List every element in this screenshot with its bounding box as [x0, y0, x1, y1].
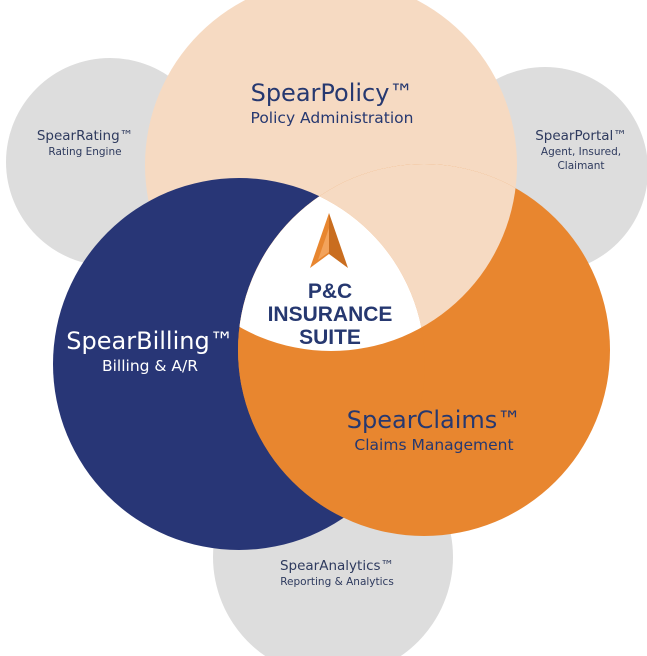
- portal-label: SpearPortal™ Agent, Insured, Claimant: [520, 128, 642, 173]
- claims-subtitle: Claims Management: [354, 436, 514, 454]
- analytics-title: SpearAnalytics™: [279, 558, 395, 574]
- policy-label: SpearPolicy™ Policy Administration: [220, 78, 444, 128]
- center-line1: P&C: [307, 280, 353, 303]
- portal-title: SpearPortal™: [535, 128, 627, 144]
- claims-title: SpearClaims™: [346, 406, 522, 434]
- center-line3: SUITE: [299, 326, 361, 349]
- billing-title: SpearBilling™: [66, 327, 234, 355]
- claims-label: SpearClaims™ Claims Management: [336, 405, 532, 455]
- billing-label: SpearBilling™ Billing & A/R: [60, 326, 240, 376]
- spear-arrow-icon: [310, 213, 348, 268]
- analytics-subtitle: Reporting & Analytics: [280, 576, 394, 588]
- center-line2: INSURANCE: [267, 303, 393, 326]
- rating-subtitle: Rating Engine: [48, 146, 122, 158]
- center-label: P&C INSURANCE SUITE: [256, 280, 404, 349]
- billing-subtitle: Billing & A/R: [101, 357, 199, 375]
- analytics-label: SpearAnalytics™ Reporting & Analytics: [250, 558, 424, 589]
- rating-label: SpearRating™ Rating Engine: [10, 128, 160, 159]
- portal-subtitle-line2: Claimant: [557, 160, 605, 172]
- policy-title: SpearPolicy™: [250, 79, 414, 107]
- policy-subtitle: Policy Administration: [250, 109, 414, 127]
- rating-title: SpearRating™: [36, 128, 134, 144]
- portal-subtitle-line1: Agent, Insured,: [540, 146, 622, 158]
